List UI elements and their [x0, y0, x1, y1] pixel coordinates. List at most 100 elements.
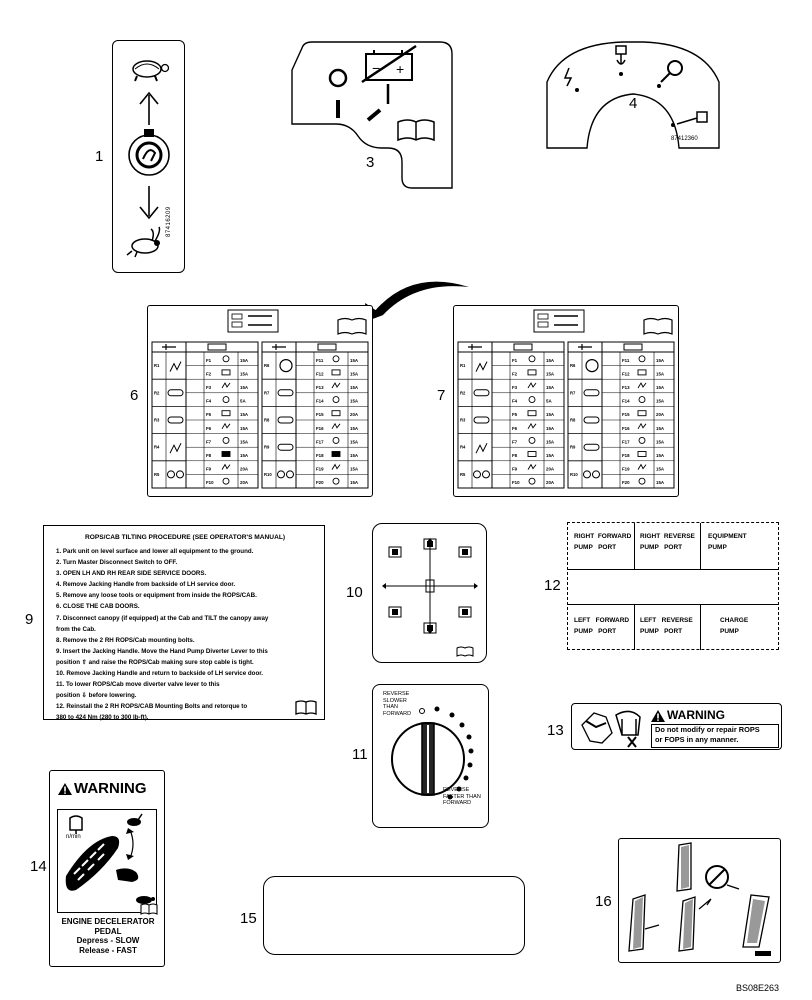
fuse-amp-label: 15A — [546, 453, 555, 458]
fuse-label: F10 — [512, 480, 520, 485]
arrow-up-icon — [139, 91, 159, 125]
fuse-legend-icon — [227, 309, 279, 333]
pump-cell-line: LEFT FORWARD — [574, 617, 630, 624]
pedal-foot-icon — [65, 813, 155, 904]
fuse-label: F12 — [316, 371, 324, 376]
fuse-amp-label: 20A — [656, 412, 665, 417]
pump-cell: CHARGE PUMP — [700, 605, 778, 650]
callout-10: 10 — [346, 584, 363, 601]
dial-bottom-line: REVERSE — [443, 787, 470, 793]
rabbit-icon — [127, 813, 143, 826]
fuse-amp-label: 15A — [656, 399, 665, 404]
warning-triangle-icon — [58, 783, 72, 795]
fuse-amp-label: 15A — [546, 426, 555, 431]
control-arrows — [382, 538, 478, 634]
decal-16-rops-mounting — [618, 838, 781, 963]
rops-mounting-icon — [628, 842, 771, 956]
fuse-label: F19 — [316, 467, 324, 472]
fuse-amp-label: 15A — [350, 439, 359, 444]
fuse-function-icon — [331, 410, 341, 417]
fuse-function-icon — [638, 355, 646, 363]
fuse-amp-label: 20A — [546, 467, 555, 472]
fuse-label: F17 — [622, 439, 630, 444]
fuse-function-icon — [527, 451, 537, 457]
fuse-amp-label: 15A — [350, 358, 359, 363]
fuse-function-icon — [637, 369, 647, 376]
start-key-icon — [657, 60, 683, 88]
fuse-function-icon — [222, 436, 230, 444]
fuse-function-icon — [527, 422, 537, 430]
fuse-label: F5 — [206, 412, 212, 417]
dial-top-line: REVERSE — [383, 691, 410, 697]
fuse-function-icon — [331, 463, 341, 470]
fuse-function-icon — [528, 396, 536, 404]
relay-label: R3 — [154, 418, 160, 423]
fuse-amp-label: 20A — [350, 412, 359, 417]
callout-6: 6 — [130, 387, 139, 404]
fuse-function-icon — [638, 436, 646, 444]
rops-step: 380 to 424 Nm (280 to 300 lb-ft). — [56, 714, 149, 722]
fuse-amp-label: 15A — [350, 399, 359, 404]
relay-icon — [169, 361, 182, 372]
decal-10-control-pattern — [372, 523, 487, 663]
fuse-function-icon — [332, 355, 340, 363]
pump-cell-line: PUMP — [708, 544, 727, 551]
relay-icon — [277, 416, 294, 424]
fuse-amp-label: 15A — [656, 439, 665, 444]
pump-cell: LEFT FORWARD PUMP PORT — [568, 605, 635, 650]
warning-body-box: Do not modify or repair ROPS or FOPS in … — [651, 724, 779, 748]
turtle-icon — [132, 60, 170, 82]
relay-label: R4 — [460, 445, 466, 450]
machine-icon — [423, 622, 437, 634]
fuse-amp-label: 15A — [656, 371, 665, 376]
decal-1-part-code: 87416209 — [166, 206, 172, 237]
decal-3-battery-disconnect: − + — [291, 41, 453, 189]
fuse-label: F15 — [622, 412, 630, 417]
neutral-icon — [425, 579, 435, 593]
fuse-function-icon — [527, 369, 537, 376]
decal-12-pump-ports: RIGHT FORWARD PUMP PORT RIGHT REVERSE PU… — [567, 522, 779, 650]
fuse-amp-label: 15A — [240, 412, 249, 417]
fuse-function-icon — [637, 451, 647, 457]
fuse-function-icon — [331, 451, 341, 457]
pump-ports-top-row: RIGHT FORWARD PUMP PORT RIGHT REVERSE PU… — [568, 523, 778, 570]
manual-book-icon — [140, 903, 158, 915]
relay-label: R9 — [264, 445, 270, 450]
fuse-label: F18 — [622, 453, 630, 458]
fuse-amp-label: 15A — [240, 426, 249, 431]
warning-triangle-icon — [651, 710, 665, 722]
off-symbol-icon — [328, 68, 348, 88]
pedal-instruction-line: Depress - SLOW — [76, 936, 140, 945]
fuse-function-icon — [638, 477, 646, 485]
warning-body-line: Do not modify or repair ROPS — [655, 725, 760, 734]
fuse-function-icon — [527, 382, 537, 389]
rops-step: position ⇩ before lowering. — [56, 692, 137, 700]
fuse-function-icon — [221, 382, 231, 389]
manual-book-icon — [295, 700, 317, 715]
fuse-label: F16 — [622, 426, 630, 431]
pump-cell-line: CHARGE — [720, 617, 749, 624]
fuse-label: F7 — [512, 439, 518, 444]
fuse-label: F11 — [622, 358, 630, 363]
callout-11: 11 — [352, 746, 368, 763]
relay-icon — [167, 416, 184, 424]
svg-text:+: + — [396, 61, 404, 77]
rops-step: 3. OPEN LH AND RH REAR SIDE SERVICE DOOR… — [56, 570, 207, 578]
fuse-function-icon — [527, 410, 537, 417]
pump-cell-line: PUMP PORT — [574, 544, 617, 551]
relay-icon — [279, 358, 293, 373]
callout-3: 3 — [366, 154, 375, 171]
rops-step: 5. Remove any loose tools or equipment f… — [56, 592, 257, 600]
fuse-amp-label: 20A — [240, 480, 249, 485]
pump-cell: EQUIPMENT PUMP — [700, 523, 778, 569]
fuse-amp-label: 15A — [656, 358, 665, 363]
fuse-amp-label: 15A — [656, 453, 665, 458]
pump-cell-line: RIGHT REVERSE — [640, 533, 695, 540]
fuse-function-icon — [331, 422, 341, 430]
pump-cell: LEFT REVERSE PUMP PORT — [634, 605, 701, 650]
decal-1-artwork — [126, 60, 170, 258]
dial-bottom-label: REVERSE FASTER THAN FORWARD — [443, 787, 481, 807]
decal-4-part-code: 87412360 — [671, 136, 698, 142]
